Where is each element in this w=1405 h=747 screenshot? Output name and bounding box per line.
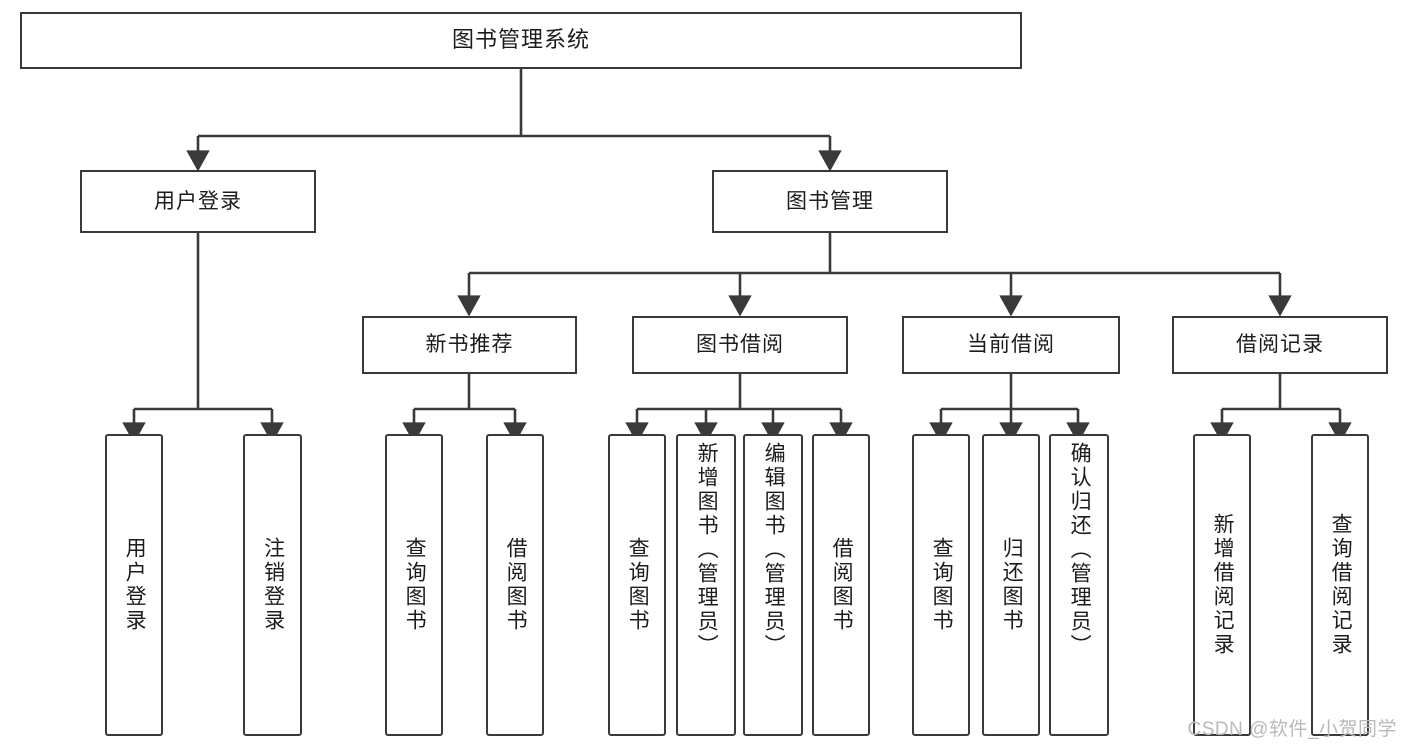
- node-label: 查询图书: [403, 537, 427, 633]
- node-label: 图书借阅: [696, 333, 784, 357]
- leaf-new-book-borrow[interactable]: 借阅图书: [486, 434, 544, 736]
- leaf-book-borrow-add[interactable]: 新增图书（管理员）: [676, 434, 736, 736]
- node-label: 新增图书（管理员）: [695, 442, 719, 658]
- leaf-borrow-record-query[interactable]: 查询借阅记录: [1311, 434, 1369, 736]
- node-label: 当前借阅: [967, 333, 1055, 357]
- watermark: CSDN @软件_小贺同学: [1187, 719, 1397, 740]
- node-label: 新书推荐: [425, 333, 514, 357]
- node-label: 用户登录: [123, 537, 147, 633]
- node-current-borrow[interactable]: 当前借阅: [902, 316, 1120, 374]
- node-label: 用户登录: [154, 189, 242, 213]
- leaf-new-book-query[interactable]: 查询图书: [385, 434, 443, 736]
- node-label: 借阅记录: [1236, 333, 1324, 357]
- leaf-current-borrow-return[interactable]: 归还图书: [982, 434, 1040, 736]
- node-book-borrow[interactable]: 图书借阅: [632, 316, 848, 374]
- leaf-current-borrow-confirm-return[interactable]: 确认归还（管理员）: [1049, 434, 1109, 736]
- node-label: 归还图书: [1000, 537, 1024, 633]
- node-label: 注销登录: [261, 537, 285, 633]
- leaf-book-borrow-query[interactable]: 查询图书: [608, 434, 666, 736]
- node-borrow-record[interactable]: 借阅记录: [1172, 316, 1388, 374]
- node-label: 图书管理系统: [451, 27, 590, 53]
- node-root-system[interactable]: 图书管理系统: [20, 12, 1022, 69]
- node-label: 编辑图书（管理员）: [762, 442, 786, 658]
- leaf-user-login-signout[interactable]: 注销登录: [243, 434, 302, 736]
- node-label: 查询图书: [930, 537, 954, 633]
- node-book-management[interactable]: 图书管理: [712, 170, 948, 233]
- node-new-book-recommend[interactable]: 新书推荐: [362, 316, 577, 374]
- node-label: 查询借阅记录: [1329, 513, 1353, 657]
- leaf-book-borrow-lend[interactable]: 借阅图书: [812, 434, 870, 736]
- node-label: 确认归还（管理员）: [1068, 442, 1092, 658]
- node-label: 新增借阅记录: [1211, 513, 1235, 657]
- node-label: 借阅图书: [830, 537, 854, 633]
- node-user-login[interactable]: 用户登录: [80, 170, 316, 233]
- node-label: 图书管理: [786, 189, 874, 213]
- leaf-book-borrow-edit[interactable]: 编辑图书（管理员）: [743, 434, 803, 736]
- node-label: 借阅图书: [504, 537, 528, 633]
- node-label: 查询图书: [626, 537, 650, 633]
- leaf-borrow-record-add[interactable]: 新增借阅记录: [1193, 434, 1251, 736]
- leaf-user-login-signin[interactable]: 用户登录: [105, 434, 163, 736]
- leaf-current-borrow-query[interactable]: 查询图书: [912, 434, 970, 736]
